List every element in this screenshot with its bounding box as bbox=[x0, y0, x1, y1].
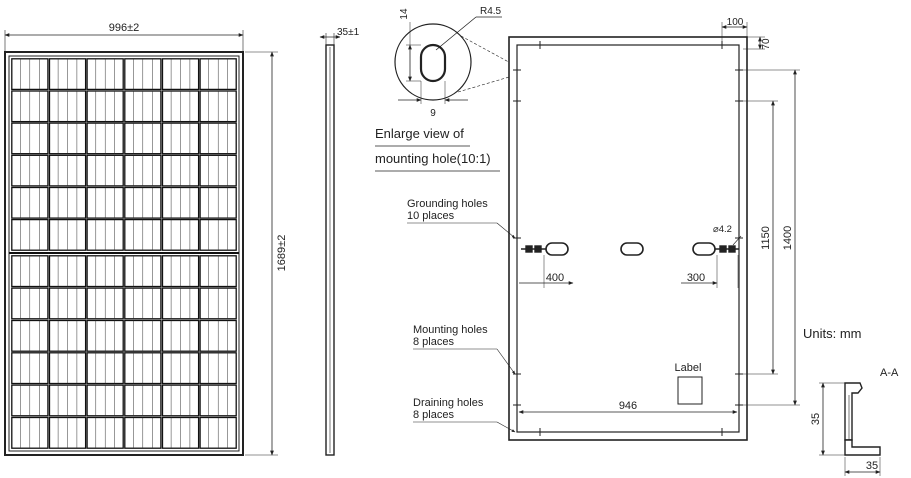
solar-cell-grid bbox=[9, 58, 239, 449]
dim-946: 946 bbox=[619, 400, 637, 412]
label-box bbox=[677, 376, 703, 405]
front-width-dim: 996±2 bbox=[109, 22, 140, 34]
section-dim-width: 35 bbox=[866, 460, 878, 472]
back-frame-inner bbox=[516, 44, 740, 433]
section-aa: A-A 35 35 bbox=[810, 367, 899, 476]
section-title: A-A bbox=[880, 367, 899, 379]
side-thickness-dim: 35±1 bbox=[337, 27, 360, 38]
enlarge-caption-line1: Enlarge view of bbox=[375, 126, 464, 141]
dim-top-70: 70 bbox=[761, 38, 772, 50]
draining-callout-line1: Draining holes bbox=[413, 397, 484, 409]
enlarge-view: R4.5 14 9 Enlarge view of mounting hole(… bbox=[375, 6, 522, 172]
mounting-callout-line2: 8 places bbox=[413, 336, 454, 348]
mounting-callout-line1: Mounting holes bbox=[413, 324, 488, 336]
slot-right bbox=[692, 242, 716, 256]
mounting-hole-slot bbox=[419, 43, 447, 83]
callouts: Grounding holes 10 places Mounting holes… bbox=[407, 198, 516, 433]
enlarge-caption-line2: mounting hole(10:1) bbox=[375, 151, 491, 166]
dim-1150: 1150 bbox=[760, 226, 772, 250]
hole-dia-label: ⌀4.2 bbox=[713, 224, 732, 235]
junction-slots bbox=[545, 242, 716, 256]
radius-label: R4.5 bbox=[480, 6, 502, 17]
cable-connectors bbox=[521, 245, 739, 253]
dim-1400: 1400 bbox=[782, 226, 794, 250]
dim-400: 400 bbox=[546, 272, 564, 284]
section-dim-height: 35 bbox=[810, 413, 822, 425]
units-label: Units: mm bbox=[803, 326, 862, 341]
label-box-text: Label bbox=[675, 362, 702, 374]
back-view: 100 70 1400 1150 ⌀4.2 bbox=[508, 17, 800, 441]
slot-left bbox=[545, 242, 569, 256]
slot-center bbox=[620, 242, 644, 256]
draining-callout-line2: 8 places bbox=[413, 409, 454, 421]
frame-profile-top bbox=[844, 382, 863, 441]
dim-top-100: 100 bbox=[727, 17, 744, 28]
front-height-dim: 1689±2 bbox=[276, 235, 288, 272]
front-view: 996±2 1689±2 bbox=[4, 22, 288, 456]
width-label: 9 bbox=[430, 108, 436, 119]
frame-holes bbox=[513, 41, 743, 436]
frame-profile-base bbox=[844, 439, 881, 456]
side-view: 35±1 bbox=[319, 27, 360, 456]
grounding-callout-line2: 10 places bbox=[407, 210, 455, 222]
grounding-callout-line1: Grounding holes bbox=[407, 198, 488, 210]
dim-300: 300 bbox=[687, 272, 705, 284]
height-label: 14 bbox=[399, 8, 410, 20]
